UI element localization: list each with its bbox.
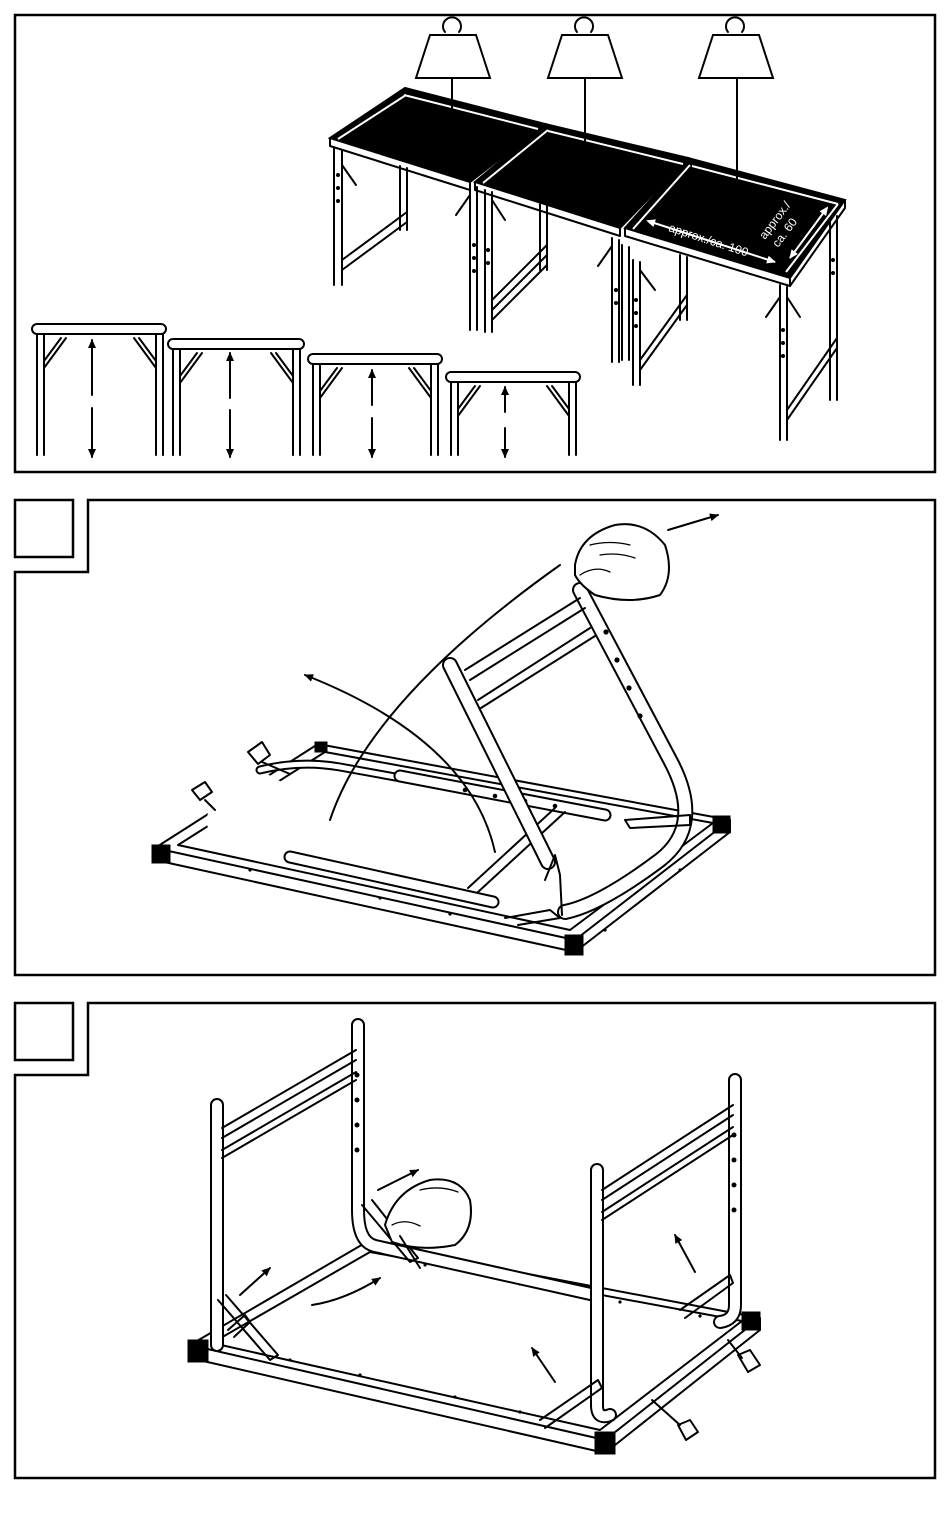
lift-arrow [532,1348,555,1382]
lift-arrow [675,1235,695,1272]
step-number-box [15,500,73,557]
rotate-arrow [312,1278,380,1305]
panel-3-frame [15,1003,935,1478]
height-setting-low [446,372,580,457]
height-setting-tall [32,324,166,457]
joined-tables-illustration: approx./ca. 100 approx./ ca. 60 [330,88,845,440]
panel-lock-legs [15,1003,935,1478]
step-number-box [15,1003,73,1060]
panel-unfold-legs [15,500,935,975]
height-setting-medium-high [168,339,304,457]
lift-arrow [240,1268,270,1295]
table-frame [152,742,730,955]
height-setting-medium-low [308,354,442,457]
panel-load-and-height: approx./ca. 100 approx./ ca. 60 [15,15,935,472]
hand-icon [575,524,669,600]
pull-arrow [668,515,718,530]
leg-assembly-right [540,1080,737,1428]
leg-assembly [450,590,690,925]
